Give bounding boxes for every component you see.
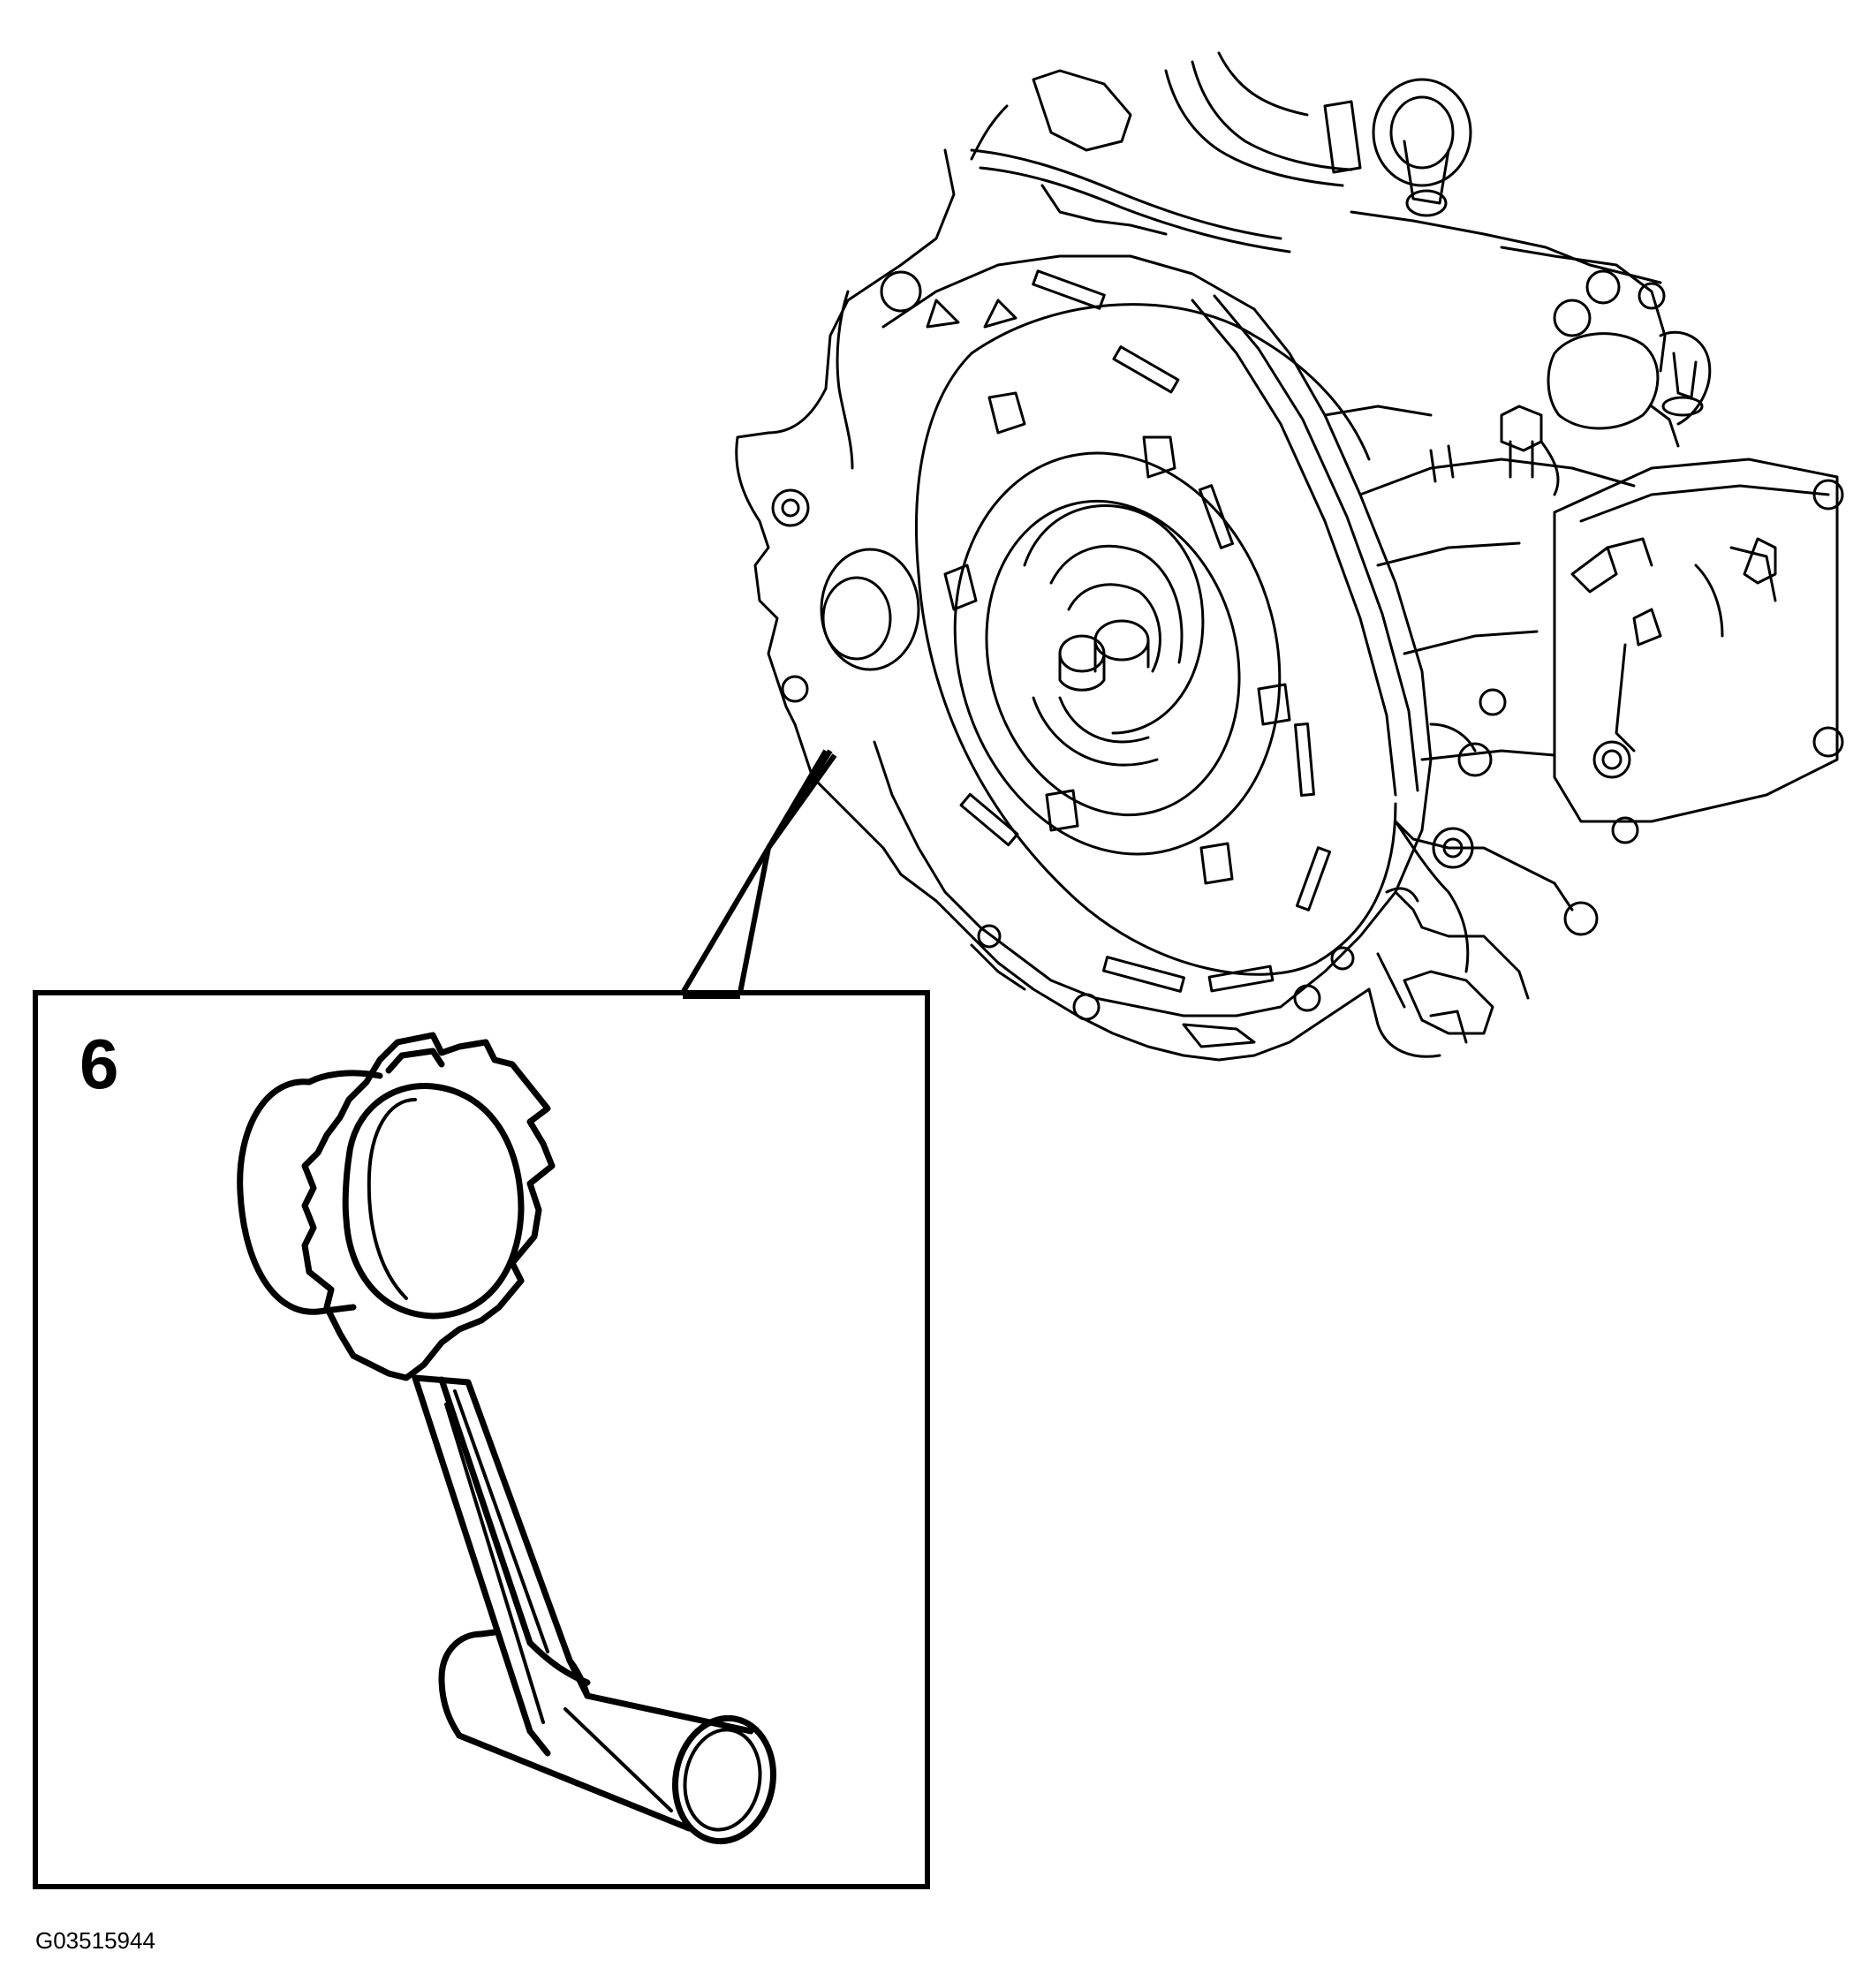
transmission-assembly — [735, 51, 1844, 1062]
callout-leader — [680, 749, 837, 995]
callout-number: 6 — [79, 1025, 119, 1103]
figure-id: G03515944 — [35, 1927, 155, 1954]
callout-box — [33, 990, 930, 1889]
special-tool-wrench — [237, 1032, 777, 1845]
